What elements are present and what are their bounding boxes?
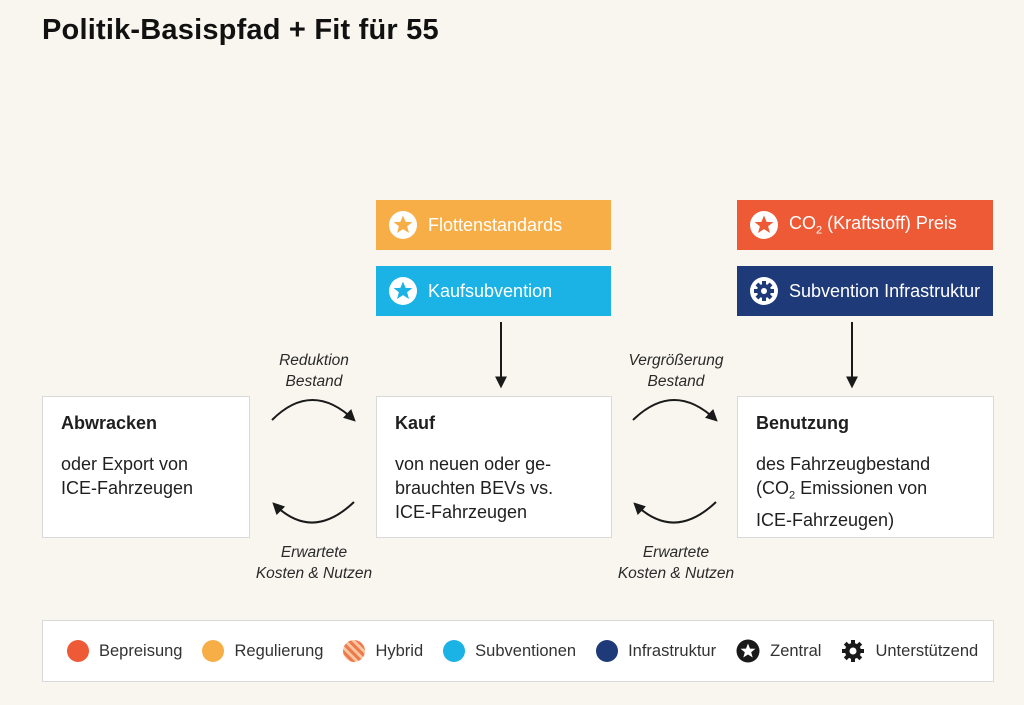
flow-label-reduction: Reduktion Bestand — [279, 352, 349, 390]
flow-label-expected-costs-right: Erwartete Kosten & Nutzen — [617, 544, 735, 582]
legend-item-infrastructure: Infrastruktur — [596, 640, 716, 662]
star-icon — [736, 639, 760, 663]
policy-fleet-standards: Flottenstandards — [376, 200, 611, 250]
legend-label: Regulierung — [234, 641, 324, 660]
page-title: Politik-Basispfad + Fit für 55 — [42, 14, 439, 46]
legend-item-regulation: Regulierung — [202, 640, 323, 662]
policy-co2-price: CO2 (Kraftstoff) Preis — [737, 200, 993, 250]
policy-purchase-subsidy: Kaufsubvention — [376, 266, 611, 316]
flow-label-expected-costs-left: Erwartete Kosten & Nutzen — [255, 544, 373, 582]
policy-label: Subvention Infrastruktur — [789, 280, 981, 301]
stage-description: oder Export von ICE-Fahrzeugen — [61, 454, 194, 498]
stage-title: Kauf — [395, 413, 435, 433]
regulation-dot-icon — [202, 640, 225, 662]
stage-purchase: Kauf von neuen oder ge- brauchten BEVs v… — [376, 396, 612, 538]
stage-scrapping: Abwracken oder Export von ICE-Fahrzeugen — [42, 396, 250, 538]
curved-arrow-left-bottom — [272, 501, 355, 524]
stage-title: Abwracken — [61, 413, 158, 433]
star-icon — [389, 211, 417, 239]
policy-infrastructure-subsidy: Subvention Infrastruktur — [737, 266, 993, 316]
legend-label: Subventionen — [475, 641, 577, 660]
infrastructure-dot-icon — [596, 640, 619, 662]
star-icon — [750, 211, 778, 239]
legend-label: Unterstützend — [875, 641, 979, 660]
stage-description: von neuen oder ge- brauchten BEVs vs. IC… — [395, 454, 554, 522]
legend-label: Bepreisung — [99, 641, 183, 660]
policy-label: Kaufsubvention — [428, 280, 553, 301]
legend: Bepreisung Regulierung Hybrid Subvention… — [42, 620, 994, 682]
policy-label: Flottenstandards — [428, 214, 563, 235]
stage-description: des Fahrzeugbestand (CO2 Emissionen von … — [756, 454, 931, 530]
stage-usage: Benutzung des Fahrzeugbestand (CO2 Emiss… — [737, 396, 994, 538]
pricing-dot-icon — [67, 640, 89, 662]
hybrid-dot-icon — [343, 640, 366, 662]
policy-label: CO2 (Kraftstoff) Preis — [789, 213, 957, 237]
star-icon — [389, 277, 417, 305]
legend-label: Hybrid — [375, 641, 424, 660]
stage-title: Benutzung — [756, 413, 849, 433]
legend-label: Infrastruktur — [628, 641, 717, 660]
flow-label-enlargement: Vergrößerung Bestand — [628, 352, 724, 390]
legend-item-central: Zentral — [736, 639, 821, 663]
curved-arrow-right-bottom — [633, 501, 717, 524]
gear-icon — [842, 640, 865, 662]
gear-icon — [750, 277, 778, 305]
legend-item-pricing: Bepreisung — [67, 640, 182, 662]
curved-arrow-right-top — [632, 399, 718, 422]
legend-item-subsidies: Subventionen — [443, 640, 576, 662]
legend-item-hybrid: Hybrid — [343, 640, 423, 662]
curved-arrow-left-top — [271, 399, 356, 422]
subsidy-dot-icon — [443, 640, 466, 662]
legend-label: Zentral — [770, 641, 822, 660]
legend-item-supporting: Unterstützend — [841, 639, 978, 663]
